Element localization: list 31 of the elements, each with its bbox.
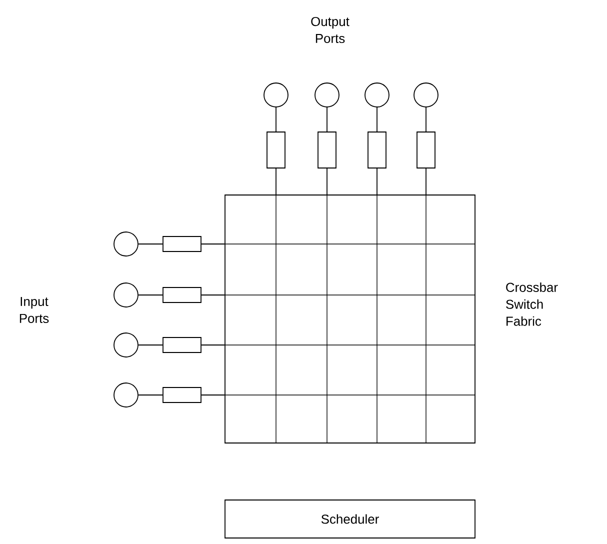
connector-line <box>201 344 225 346</box>
connector-line <box>201 394 225 396</box>
connector-line <box>376 107 378 132</box>
port-label: Output Ports <box>311 16 350 44</box>
connector-line <box>326 168 328 195</box>
connector-line <box>138 294 163 296</box>
port-circle <box>314 82 340 108</box>
port-circle <box>114 232 138 256</box>
scheduler-box: Scheduler <box>224 500 476 538</box>
connector-line <box>138 344 163 346</box>
connector-line <box>376 168 378 195</box>
port-circle <box>264 82 288 108</box>
connector-line <box>326 107 328 132</box>
port-circle <box>114 382 138 408</box>
buffer-box <box>368 132 386 168</box>
buffer-box <box>162 236 202 252</box>
connector-line <box>201 294 225 296</box>
port-circle <box>414 82 438 108</box>
port-circle <box>114 282 138 308</box>
connector-line <box>138 394 163 396</box>
buffer-box <box>162 337 202 353</box>
buffer-box <box>416 132 436 168</box>
buffer-box <box>162 387 202 403</box>
crossbar-grid <box>224 194 476 444</box>
buffer-box <box>162 287 202 303</box>
node-caption: Crossbar Switch Fabric <box>506 282 558 326</box>
buffer-box <box>266 132 286 168</box>
port-label: Input Ports <box>20 297 49 323</box>
port-circle <box>364 82 390 108</box>
buffer-box <box>318 132 336 168</box>
port-circle <box>114 332 138 358</box>
